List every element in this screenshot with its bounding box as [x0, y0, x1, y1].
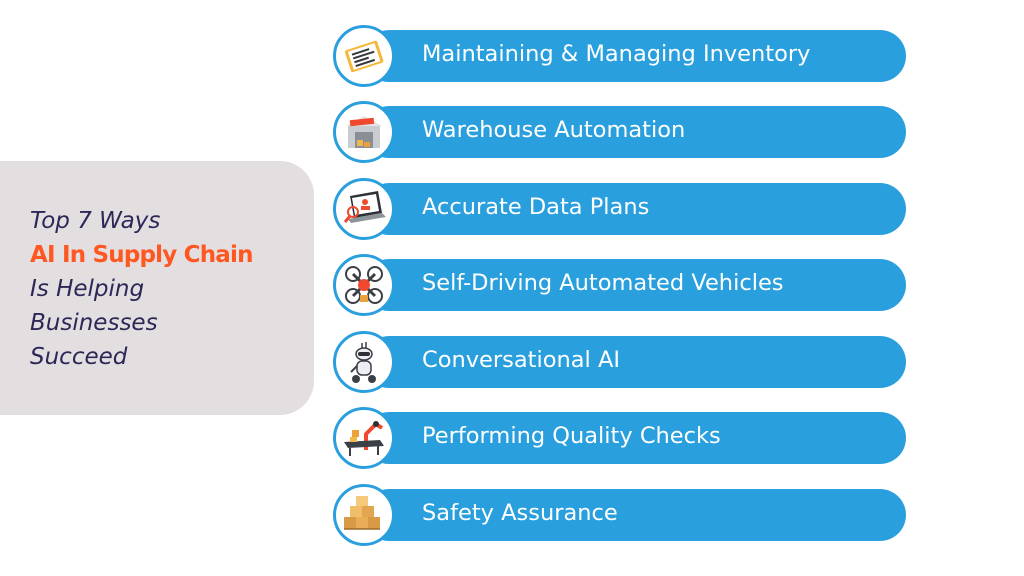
list-item-inventory: Maintaining & Managing Inventory: [333, 25, 907, 87]
stacked-boxes-icon: [333, 484, 395, 546]
heading-line-5: Succeed: [30, 344, 128, 370]
item-pill: [363, 489, 906, 541]
item-label: Warehouse Automation: [422, 117, 686, 143]
heading-line-3: Is Helping: [30, 276, 145, 302]
item-label: Self-Driving Automated Vehicles: [422, 270, 784, 296]
heading-line-1: Top 7 Ways: [30, 208, 161, 234]
item-label: Safety Assurance: [422, 500, 618, 526]
item-pill: [363, 106, 906, 158]
inventory-clipboard-icon: [333, 25, 395, 87]
list-item-safety: Safety Assurance: [333, 484, 907, 546]
list-item-conversational-ai: Conversational AI: [333, 331, 907, 393]
heading-panel: [0, 161, 314, 415]
heading-line-accent: AI In Supply Chain: [30, 242, 253, 268]
drone-icon: [333, 254, 395, 316]
heading-line-4: Businesses: [30, 310, 158, 336]
item-pill: [363, 259, 906, 311]
list-item-quality-checks: Performing Quality Checks: [333, 407, 907, 469]
item-label: Conversational AI: [422, 347, 620, 373]
list-item-vehicles: Self-Driving Automated Vehicles: [333, 254, 907, 316]
item-label: Accurate Data Plans: [422, 194, 650, 220]
item-pill: [363, 183, 906, 235]
list-item-warehouse: Warehouse Automation: [333, 101, 907, 163]
item-pill: [363, 412, 906, 464]
robot-icon: [333, 331, 395, 393]
conveyor-robot-arm-icon: [333, 407, 395, 469]
heading: Top 7 Ways AI In Supply Chain Is Helping…: [30, 204, 310, 374]
laptop-data-icon: [333, 178, 395, 240]
item-label: Performing Quality Checks: [422, 423, 721, 449]
list-item-data-plans: Accurate Data Plans: [333, 178, 907, 240]
warehouse-icon: [333, 101, 395, 163]
item-pill: [363, 30, 906, 82]
item-pill: [363, 336, 906, 388]
item-label: Maintaining & Managing Inventory: [422, 41, 811, 67]
